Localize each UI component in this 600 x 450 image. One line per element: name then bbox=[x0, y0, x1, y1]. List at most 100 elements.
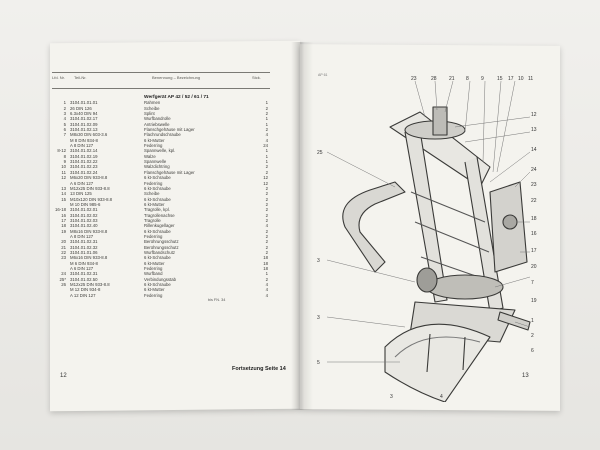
row-part: M8x16 DIN 933-8.8 bbox=[70, 228, 108, 234]
header-rule-bottom bbox=[52, 88, 270, 89]
row-pos: 20 bbox=[61, 239, 66, 245]
row-qty: 2 bbox=[265, 249, 268, 255]
header-designation: Benennung – Bezeichnung bbox=[152, 75, 201, 80]
row-desc: 6 kt-Mutter bbox=[144, 260, 165, 266]
row-desc: 6 kt-Mutter bbox=[144, 137, 165, 143]
row-desc: Walzdichtring bbox=[144, 164, 170, 170]
row-part: 3104.01.02.09 bbox=[70, 121, 98, 127]
row-part: M 12 DIN 934-8 bbox=[70, 287, 101, 293]
row-qty: 1 bbox=[265, 153, 268, 159]
row-pos: 23 bbox=[61, 255, 66, 261]
callout-label: 18 bbox=[531, 216, 537, 222]
callout-label: 5 bbox=[317, 360, 320, 366]
row-qty: 24 bbox=[263, 143, 268, 149]
row-part: M 6 DIN 934-8 bbox=[70, 260, 98, 266]
row-qty: 1 bbox=[265, 116, 268, 122]
row-part: 3104.01.02.31 bbox=[70, 271, 98, 277]
row-part: A 6 DIN 127 bbox=[70, 180, 94, 186]
row-pos: 19 bbox=[61, 228, 66, 234]
row-qty: 12 bbox=[263, 175, 268, 181]
row-qty: 4 bbox=[265, 132, 268, 138]
row-qty: 2 bbox=[265, 217, 268, 223]
header-qty: Stck. bbox=[252, 75, 261, 80]
row-desc: Spannwelle, kpl. bbox=[144, 148, 176, 154]
row-qty: 1 bbox=[265, 148, 268, 154]
row-pos: 26 bbox=[61, 282, 66, 288]
callout-label: 10 bbox=[518, 76, 524, 82]
row-qty: 2 bbox=[265, 207, 268, 213]
row-desc: 6 kt-Mutter bbox=[144, 201, 165, 207]
row-desc: Wurfbandrolle bbox=[144, 116, 171, 122]
row-part: 3104.01.02.13 bbox=[70, 127, 98, 133]
right-page-number: 13 bbox=[522, 373, 529, 379]
row-part: M6x16 DIN 933-8.8 bbox=[70, 255, 108, 261]
row-pos: 11 bbox=[61, 169, 66, 175]
row-qty: 2 bbox=[265, 276, 268, 282]
row-desc: Berührungsschutz bbox=[144, 239, 179, 245]
row-part: 3104.01.02.01 bbox=[70, 207, 98, 213]
callout-label: 3 bbox=[317, 258, 320, 264]
row-qty: 4 bbox=[265, 287, 268, 293]
row-qty: 4 bbox=[265, 223, 268, 229]
row-pos: 15 bbox=[61, 196, 66, 202]
row-part: 3104.01.01.01 bbox=[70, 100, 98, 106]
row-qty: 1 bbox=[265, 121, 268, 127]
row-qty: 2 bbox=[265, 164, 268, 170]
row-qty: 1 bbox=[265, 271, 268, 277]
row-part: 26 DIN 126 bbox=[70, 105, 92, 111]
row-qty: 2 bbox=[265, 212, 268, 218]
row-pos: 25* bbox=[59, 276, 66, 282]
row-qty: 2 bbox=[265, 201, 268, 207]
row-desc: Berührungsschutz bbox=[144, 244, 179, 250]
row-pos: 8-12 bbox=[57, 148, 66, 154]
continuation-note: Fortsetzung Seite 14 bbox=[232, 366, 286, 372]
row-desc: 6 kt-Schraube bbox=[144, 175, 171, 181]
row-part: 3104.01.02.31 bbox=[70, 239, 98, 245]
row-qty: 18 bbox=[263, 260, 268, 266]
callout-label: 3 bbox=[390, 394, 393, 400]
row-part: 3104.01.02.23 bbox=[70, 164, 98, 170]
row-qty: 2 bbox=[265, 111, 268, 117]
callout-label: 22 bbox=[531, 198, 537, 204]
row-desc: Rillenkugellager bbox=[144, 223, 175, 229]
row-desc: Rahmen bbox=[144, 100, 161, 106]
row-qty: 2 bbox=[265, 127, 268, 133]
row-pos: 3 bbox=[63, 111, 66, 117]
row-desc: Scheibe bbox=[144, 105, 160, 111]
callout-label: 2 bbox=[531, 333, 534, 339]
row-qty: 1 bbox=[265, 100, 268, 106]
row-qty: 18 bbox=[263, 255, 268, 261]
callout-label: 12 bbox=[531, 112, 537, 118]
header-part-no: Teil-Nr. bbox=[74, 75, 87, 80]
callout-label: 4 bbox=[440, 394, 443, 400]
callout-label: 7 bbox=[531, 280, 534, 286]
row-desc: Werfgerät AP 42 / 52 / 61 / 71 bbox=[144, 95, 209, 100]
row-qty: 2 bbox=[265, 185, 268, 191]
callout-label: 11 bbox=[528, 76, 533, 82]
row-desc: Federring bbox=[144, 292, 163, 298]
row-part: M12x25 DIN 933-8.8 bbox=[70, 185, 110, 191]
parts-table: Werfgerät AP 42 / 52 / 61 / 71 1 3104.01.0… bbox=[52, 95, 270, 298]
row-desc: Wurfbandschutz bbox=[144, 249, 175, 255]
row-desc: 6 kt-Schraube bbox=[144, 185, 171, 191]
row-part: M 8 DIN 934-8 bbox=[70, 137, 98, 143]
callout-label: 3 bbox=[317, 315, 320, 321]
row-desc: Federring bbox=[144, 266, 163, 271]
